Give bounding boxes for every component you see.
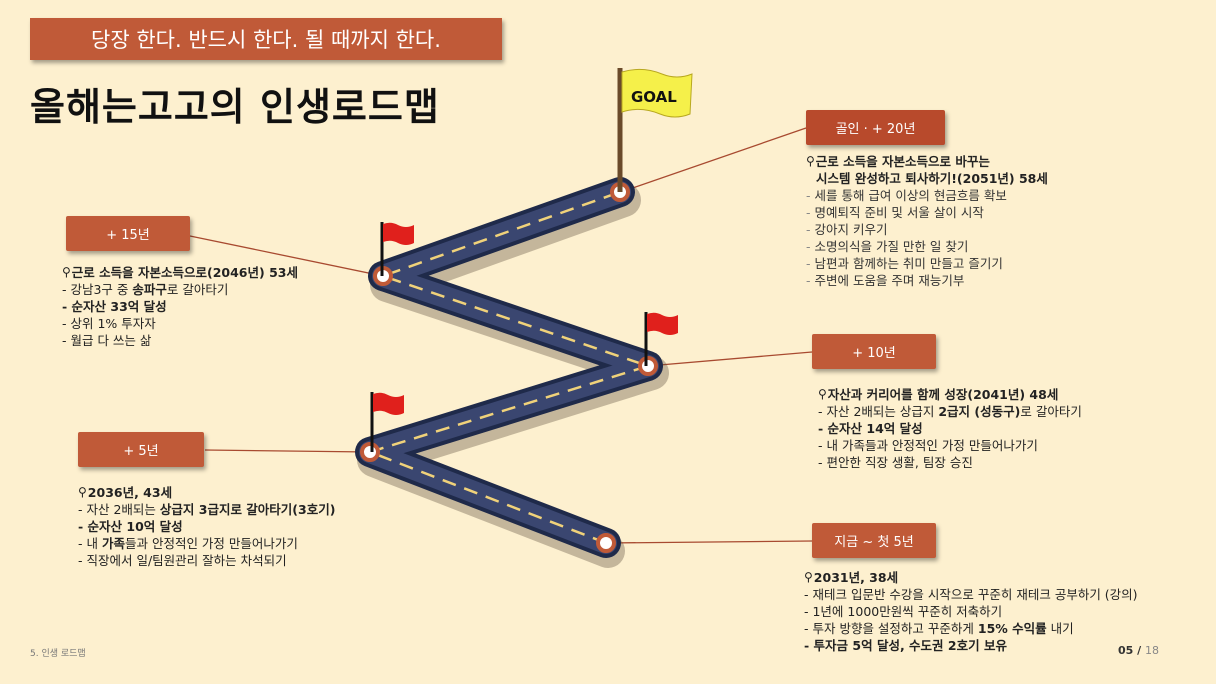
page-title: 올해는고고의 인생로드맵 <box>30 85 440 129</box>
milestone-markers <box>360 182 658 553</box>
motto-banner: 당장 한다. 반드시 한다. 될 때까지 한다. <box>30 18 502 60</box>
stage-label-15y: + 15년 <box>66 216 190 251</box>
page-number: 05 / 18 <box>1118 644 1159 657</box>
pin-icon: ⚲ <box>818 387 827 401</box>
details-15y: ⚲근로 소득을 자본소득으로(2046년) 53세 강남3구 중 송파구로 갈아… <box>62 264 298 349</box>
flag-icon <box>644 312 678 366</box>
goal-label: GOAL <box>631 88 677 106</box>
pin-icon: ⚲ <box>78 485 87 499</box>
flag-icon <box>380 222 414 276</box>
stage-label-now: 지금 ~ 첫 5년 <box>812 523 936 558</box>
details-now: ⚲2031년, 38세 재테크 입문반 수강을 시작으로 꾸준히 재테크 공부하… <box>804 569 1138 654</box>
section-footer: 5. 인생 로드맵 <box>30 649 86 659</box>
pin-icon: ⚲ <box>804 570 813 584</box>
stage-label-10y: + 10년 <box>812 334 936 369</box>
pin-icon: ⚲ <box>62 265 71 279</box>
flag-icon <box>370 392 404 452</box>
details-5y: ⚲2036년, 43세 자산 2배되는 상급지 3급지로 갈아타기(3호기) 순… <box>78 484 335 569</box>
connector-lines <box>189 127 813 544</box>
pin-icon: ⚲ <box>806 154 815 168</box>
stage-label-5y: + 5년 <box>78 432 204 467</box>
road-centerline <box>368 190 650 545</box>
goal-flag-icon <box>617 68 693 192</box>
details-10y: ⚲자산과 커리어를 함께 성장(2041년) 48세 자산 2배되는 상급지 2… <box>818 386 1082 471</box>
goal-details: ⚲근로 소득을 자본소득으로 바꾸는 시스템 완성하고 퇴사하기!(2051년)… <box>806 153 1048 289</box>
stage-label-20y: 골인 · + 20년 <box>806 110 945 145</box>
